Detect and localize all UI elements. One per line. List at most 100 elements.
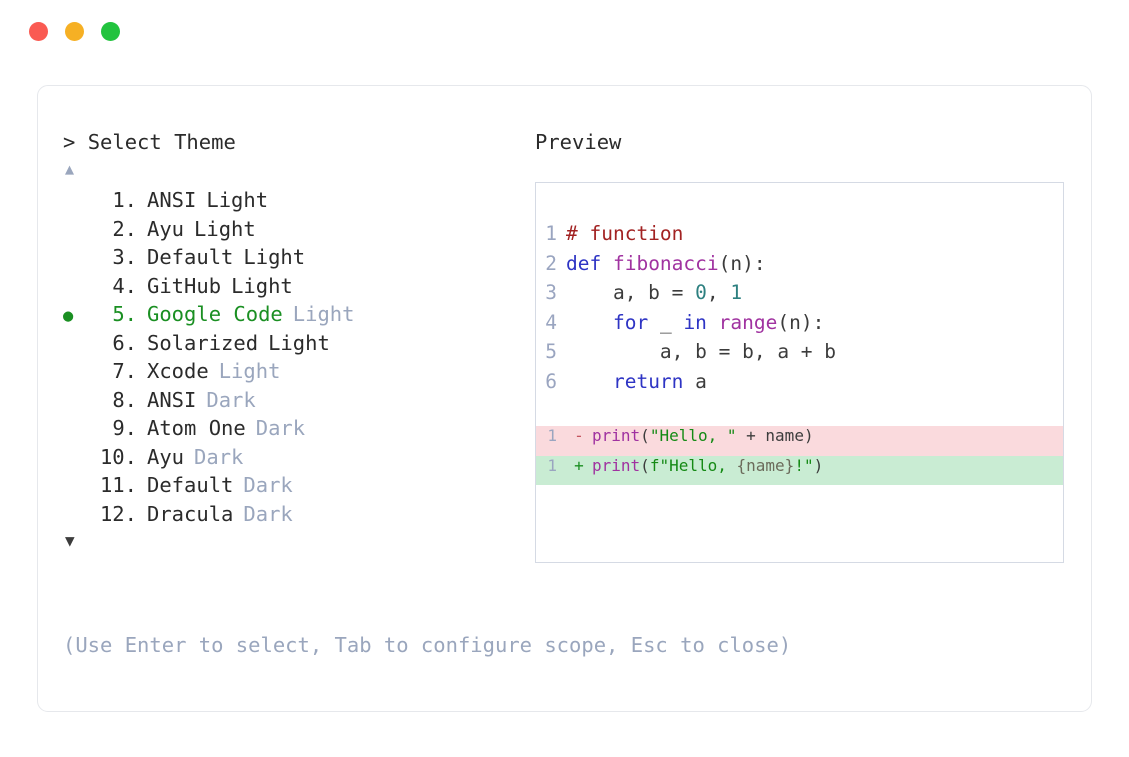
scroll-down-icon[interactable]: ▼ <box>65 531 75 550</box>
code-token: a <box>683 369 707 393</box>
code-token: ( <box>640 426 650 446</box>
code-token: print <box>592 455 641 475</box>
theme-item-name: ANSI <box>147 387 197 412</box>
theme-item-variant: Light <box>194 216 256 241</box>
selection-bullet-icon: ● <box>63 473 91 502</box>
diff-line-content: print("Hello, " + name) <box>592 426 814 445</box>
code-token: + name) <box>736 426 814 446</box>
prompt-caret-icon: > <box>63 130 76 154</box>
code-token: # function <box>566 222 684 245</box>
keyboard-hint: (Use Enter to select, Tab to configure s… <box>63 633 792 657</box>
theme-list-item[interactable]: ● 3. Default Light <box>63 243 533 272</box>
theme-item-variant: Light <box>292 302 355 326</box>
theme-item-number: 6. <box>112 330 137 355</box>
code-line-content: for _ in range(n): <box>566 311 824 334</box>
selection-bullet-icon: ● <box>63 331 91 360</box>
theme-item-name: GitHub <box>147 273 222 298</box>
theme-item-variant: Dark <box>243 473 293 497</box>
selection-bullet-icon: ● <box>63 502 91 531</box>
scroll-up-icon[interactable]: ▲ <box>65 160 75 178</box>
minimize-window-icon[interactable] <box>65 21 84 41</box>
page-title: Select Theme <box>87 130 236 154</box>
code-token: 0 <box>695 281 707 305</box>
code-token: (n): <box>777 310 825 334</box>
theme-item-variant: Light <box>231 273 293 298</box>
code-token: !" <box>794 455 814 475</box>
code-token: a, b = <box>566 281 696 305</box>
theme-item-variant: Light <box>268 330 330 355</box>
theme-item-variant: Light <box>243 245 306 269</box>
close-window-icon[interactable] <box>29 21 48 41</box>
theme-item-number: 11. <box>99 473 137 497</box>
theme-item-number: 3. <box>112 245 137 269</box>
diff-line-number: 1 <box>547 455 557 475</box>
code-line: 6 return a <box>536 367 1063 397</box>
theme-item-number: 12. <box>99 501 137 526</box>
code-token: a, b = b, a + b <box>566 340 837 364</box>
code-token <box>566 370 613 393</box>
theme-item-name: Dracula <box>147 501 234 526</box>
theme-item-name: Google Code <box>147 302 283 326</box>
diff-line-number: 1 <box>547 426 557 446</box>
diff-removed-line: 1-print("Hello, " + name) <box>536 426 1063 456</box>
code-line-content: a, b = 0, 1 <box>566 281 742 304</box>
diff-added-line: 1 + print(f"Hello, {name}!") <box>536 455 1063 486</box>
theme-item-number: 2. <box>112 216 137 241</box>
theme-item-variant: Dark <box>194 444 244 469</box>
selection-bullet-icon: ● <box>63 188 91 217</box>
selection-bullet-icon: ● <box>63 274 91 303</box>
code-token: ( <box>640 455 650 475</box>
diff-line-content: print(f"Hello, {name}!") <box>592 456 823 475</box>
code-token: "Hello, " <box>649 426 737 446</box>
theme-item-number: 7. <box>112 359 137 383</box>
code-line-content: # function <box>566 222 683 245</box>
theme-item-number: 10. <box>99 444 137 469</box>
code-line-content: return a <box>566 370 707 393</box>
theme-item-number: 8. <box>112 387 137 412</box>
code-line: 3 a, b = 0, 1 <box>536 278 1063 308</box>
theme-list: ●1.ANSILight●2.AyuLight●3.DefaultLight●4… <box>63 186 533 528</box>
maximize-window-icon[interactable] <box>101 21 120 41</box>
theme-item-number: 5. <box>112 302 137 326</box>
prompt-header: > Select Theme <box>63 128 533 156</box>
theme-selector-card: > Select Theme ▲ ●1.ANSILight●2.AyuLight… <box>37 85 1092 712</box>
theme-item-variant: Light <box>218 359 281 383</box>
code-token: print <box>592 426 641 446</box>
diff-block: 1-print("Hello, " + name)1+print(f"Hello… <box>536 426 1063 486</box>
theme-item-name: Default <box>147 245 234 269</box>
theme-item-name: Ayu <box>147 216 185 241</box>
code-line: 5 a, b = b, a + b <box>536 337 1063 367</box>
code-token: for <box>612 310 649 334</box>
selection-bullet-icon: ● <box>63 359 91 388</box>
code-token <box>566 311 613 334</box>
theme-item-name: Atom One <box>147 416 246 440</box>
code-line-number: 6 <box>545 369 557 393</box>
code-token: (n): <box>718 251 766 275</box>
code-line-number: 3 <box>545 281 557 305</box>
diff-sign: - <box>574 426 584 446</box>
diff-sign: + <box>574 455 584 475</box>
code-token: ) <box>813 455 824 475</box>
theme-item-variant: Light <box>206 188 269 212</box>
selection-bullet-icon: ● <box>63 245 91 274</box>
preview-label: Preview <box>535 130 622 154</box>
theme-item-name: ANSI <box>147 188 197 212</box>
code-token: range <box>718 310 778 334</box>
code-line: 4 for _ in range(n): <box>536 308 1063 338</box>
